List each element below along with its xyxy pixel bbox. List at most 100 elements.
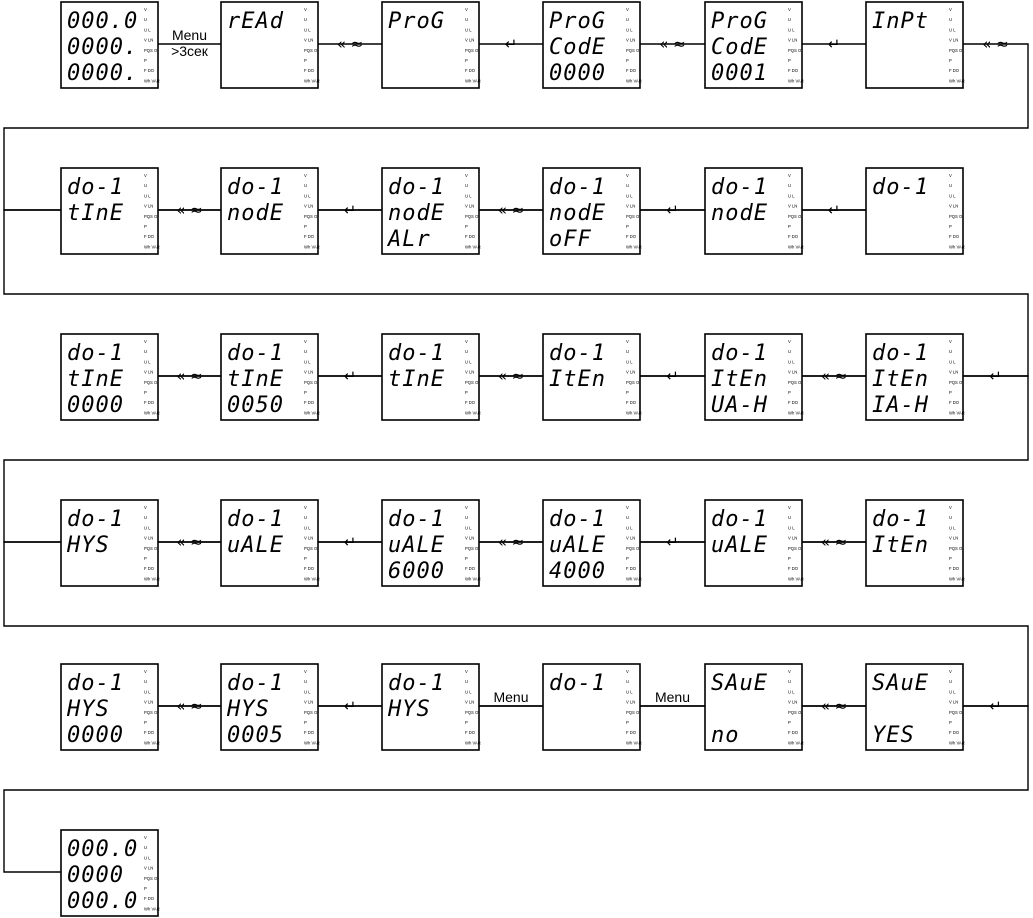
indicator-label: PQS Ol	[626, 380, 640, 385]
indicator-label: PQS Ol	[144, 214, 158, 219]
indicator-label: U L	[788, 525, 795, 530]
screen-line: CodE	[711, 35, 768, 60]
indicator-label: V LN	[626, 370, 635, 375]
indicator-label: P	[144, 58, 147, 63]
screen-line: 0000.	[67, 35, 138, 60]
indicator-label: PQS Ol	[465, 710, 479, 715]
indicator-label: P	[788, 556, 791, 561]
screen-line: do-1	[227, 175, 284, 200]
flow-wires	[3, 43, 1029, 873]
indicator-label: U	[626, 515, 629, 520]
indicator-label: U	[949, 17, 952, 22]
screen-line: InPt	[872, 9, 929, 34]
screen-line: uALE	[388, 533, 445, 558]
indicator-label: PQS Ol	[788, 48, 802, 53]
indicator-label: F DO	[626, 566, 637, 571]
screen-frame	[865, 333, 964, 421]
indicator-label: U L	[788, 689, 795, 694]
indicator-label: V	[304, 339, 307, 344]
indicator-label: U L	[626, 689, 633, 694]
indicator-label: U	[465, 679, 468, 684]
enter-key-icon: ↵	[828, 35, 841, 53]
indicator-label: U	[626, 17, 629, 22]
indicator-label: P	[304, 390, 307, 395]
indicator-label: U L	[304, 27, 311, 32]
indicator-label: Wh VAR	[304, 244, 320, 249]
indicator-label: Wh VAR	[144, 244, 160, 249]
indicator-label: F DO	[144, 896, 155, 901]
indicator-label: P	[949, 390, 952, 395]
indicator-label: U	[144, 183, 147, 188]
indicator-label: U L	[788, 193, 795, 198]
screen-line: ALr	[386, 227, 431, 252]
indicator-label: V	[304, 7, 307, 12]
screen-line: nodE	[549, 201, 606, 226]
enter-key-icon: ↵	[666, 367, 679, 385]
screen-line: HYS	[66, 533, 110, 558]
indicator-label: U	[304, 679, 307, 684]
indicator-label: V LN	[304, 370, 313, 375]
indicator-label: P	[788, 720, 791, 725]
indicator-label: F DO	[626, 68, 637, 73]
indicator-label: PQS Ol	[144, 876, 158, 881]
indicator-label: F DO	[949, 730, 960, 735]
screen-line: ItEn	[549, 367, 606, 392]
nav-arrows-icon: « ≈	[498, 201, 525, 219]
screen-frame	[60, 829, 159, 917]
indicator-label: U L	[949, 525, 956, 530]
nav-arrows-icon: « ≈	[176, 367, 203, 385]
screen-line: 0000	[67, 723, 124, 748]
screen-frame	[704, 499, 803, 587]
indicator-label: PQS Ol	[144, 380, 158, 385]
enter-key-icon: ↵	[989, 367, 1002, 385]
indicator-label: P	[304, 556, 307, 561]
indicator-label: Wh VAR	[949, 78, 965, 83]
screen-frame	[704, 167, 803, 255]
indicator-label: V	[626, 505, 629, 510]
screen-frame	[381, 1, 480, 89]
screen-frame	[220, 663, 319, 751]
screen-frame	[220, 499, 319, 587]
indicator-label: V	[949, 7, 952, 12]
screen-line: do-1	[67, 175, 124, 200]
indicator-label: P	[788, 390, 791, 395]
indicator-label: F DO	[304, 68, 315, 73]
screen-frame	[381, 333, 480, 421]
indicator-label: V	[949, 173, 952, 178]
indicator-label: F DO	[465, 566, 476, 571]
indicator-label: U	[465, 515, 468, 520]
screen-line: do-1	[388, 507, 445, 532]
indicator-label: Wh VAR	[465, 410, 481, 415]
indicator-label: V LN	[465, 370, 474, 375]
indicator-label: U L	[304, 525, 311, 530]
screen-line: tInE	[67, 201, 124, 226]
screen-line: 6000	[388, 559, 445, 584]
indicator-label: Wh VAR	[949, 244, 965, 249]
transition-label: Menu	[493, 689, 528, 705]
enter-key-icon: ↵	[344, 697, 357, 715]
screen-line: 000.0	[67, 889, 138, 914]
indicator-label: Wh VAR	[788, 740, 804, 745]
screen-frame	[704, 663, 803, 751]
indicator-label: PQS Ol	[304, 380, 318, 385]
indicator-label: V LN	[788, 700, 797, 705]
indicator-label: V	[144, 505, 147, 510]
indicator-label: Wh VAR	[144, 906, 160, 911]
screen-frame	[60, 499, 159, 587]
indicator-label: V	[144, 7, 147, 12]
indicator-label: V	[626, 7, 629, 12]
indicator-label: Wh VAR	[304, 576, 320, 581]
indicator-label: V	[144, 339, 147, 344]
indicator-label: U L	[144, 359, 151, 364]
